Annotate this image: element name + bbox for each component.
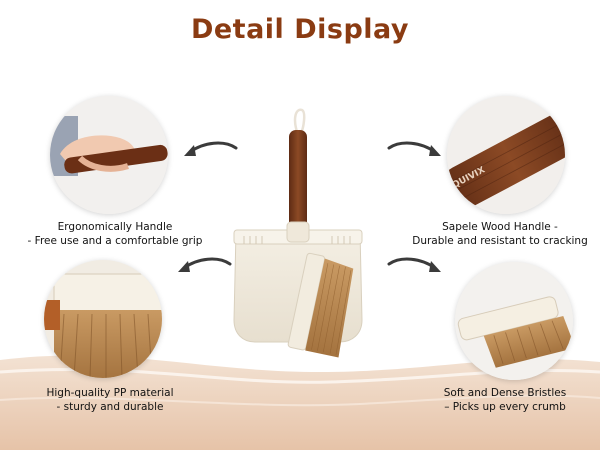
feature-title: High-quality PP material: [46, 387, 174, 399]
page-title: Detail Display: [190, 14, 410, 45]
feature-title: Sapele Wood Handle -: [442, 221, 558, 233]
feature-caption-dense-bristles: Soft and Dense Bristles – Picks up every…: [410, 386, 600, 414]
feature-caption-ergonomic-handle: Ergonomically Handle - Free use and a co…: [0, 220, 230, 248]
arrow-icon-bottom-right: [387, 257, 441, 272]
feature-description: - Free use and a comfortable grip: [27, 235, 203, 247]
sapele-wood-handle-detail-image: QUIVIX: [447, 96, 565, 214]
feature-caption-sapele-wood: Sapele Wood Handle - Durable and resista…: [400, 220, 600, 248]
arrow-icon-top-left: [184, 141, 238, 156]
feature-description: Durable and resistant to cracking: [412, 235, 588, 247]
dense-bristles-detail-image: [455, 262, 573, 380]
feature-title: Ergonomically Handle: [57, 221, 173, 233]
arrow-icon-bottom-left: [178, 257, 232, 272]
ergonomic-handle-detail-image: [50, 96, 168, 214]
feature-description: – Picks up every crumb: [444, 401, 566, 413]
pp-material-detail-image: [44, 260, 162, 378]
arrow-icon-top-right: [387, 141, 441, 156]
feature-caption-pp-material: High-quality PP material - sturdy and du…: [10, 386, 210, 414]
feature-title: Soft and Dense Bristles: [443, 387, 567, 399]
feature-description: - sturdy and durable: [56, 401, 164, 413]
